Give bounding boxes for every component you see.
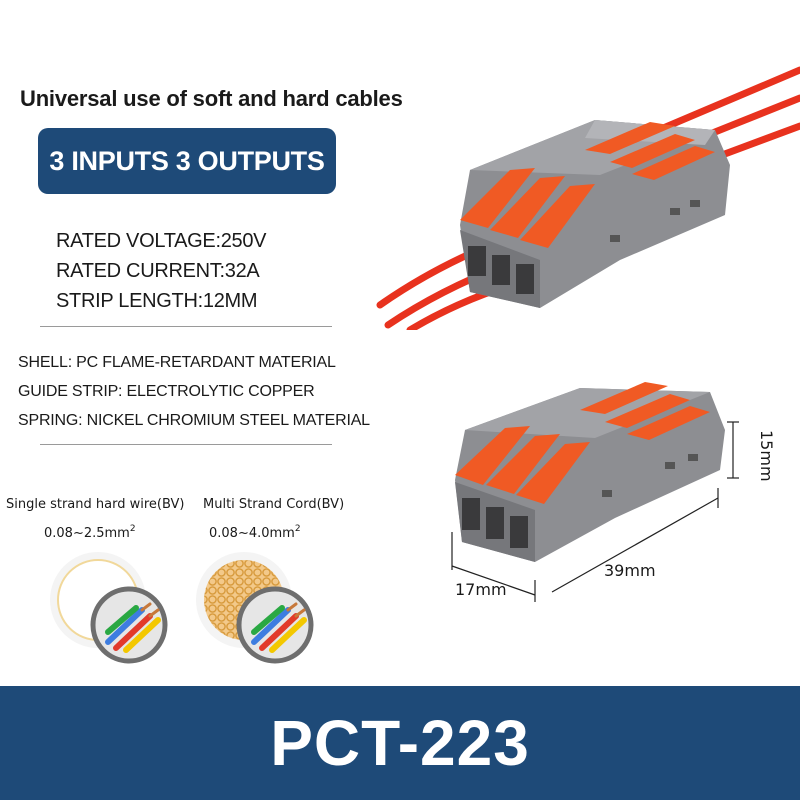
dimension-width: 17mm [455,580,507,599]
headline: Universal use of soft and hard cables [20,86,403,111]
multi-strand-range: 0.08~4.0mm2 [209,524,301,541]
wire-cross-sections [50,552,314,664]
stranded-wire-cross-section-icon [196,552,314,664]
dimension-arrow [451,421,739,602]
rated-current: RATED CURRENT:32A [56,260,260,282]
divider [40,326,332,327]
hard-wire-range: 0.08~2.5mm2 [44,524,136,541]
connector-product-photo [376,66,800,330]
strip-length: STRIP LENGTH:12MM [56,290,258,312]
spec-spring: SPRING: NICKEL CHROMIUM STEEL MATERIAL [18,412,370,429]
model-name: PCT-223 [270,707,530,779]
dimension-height: 15mm [757,430,776,482]
spec-shell: SHELL: PC FLAME-RETARDANT MATERIAL [18,354,336,371]
rated-voltage: RATED VOLTAGE:250V [56,230,267,252]
dimension-length: 39mm [604,561,656,580]
spec-guide-strip: GUIDE STRIP: ELECTROLYTIC COPPER [18,383,315,400]
connector-dimension-diagram [451,382,739,602]
solid-wire-cross-section-icon [50,552,168,664]
hard-wire-label: Single strand hard wire(BV) [6,497,185,512]
io-badge: 3 INPUTS 3 OUTPUTS [38,128,336,194]
multi-strand-label: Multi Strand Cord(BV) [203,497,345,512]
model-banner: PCT-223 [0,686,800,800]
divider [40,444,332,445]
